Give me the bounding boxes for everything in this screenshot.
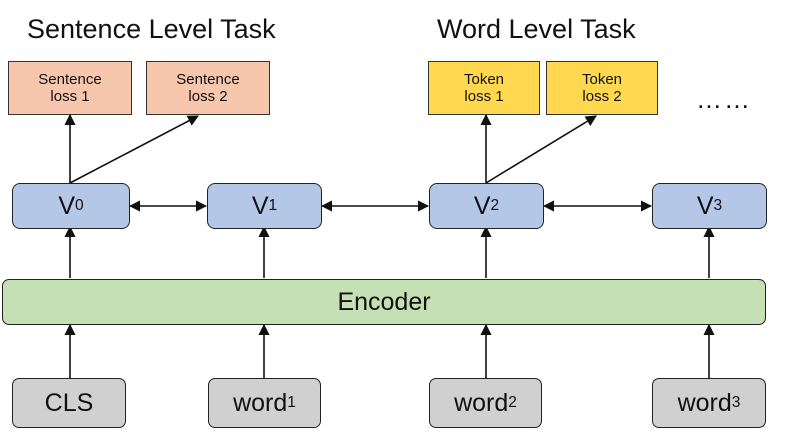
loss-line2: loss 2 (582, 88, 622, 105)
arrow-v0-to-sentence-loss2 (69, 115, 199, 184)
input-cls: CLS (12, 378, 126, 428)
word-task-heading: Word Level Task (437, 14, 636, 44)
vector-label: V (696, 191, 714, 220)
input-label: word (233, 388, 288, 417)
loss-line1: Sentence (176, 70, 240, 88)
loss-line2: loss 1 (464, 88, 504, 105)
input-label: word (454, 388, 509, 417)
vector-label: V (251, 191, 269, 220)
sentence-loss-1-box: Sentence loss 1 (8, 61, 132, 115)
token-loss-2-box: Token loss 2 (546, 61, 658, 115)
vector-label: V (58, 191, 76, 220)
loss-line1: Sentence (38, 70, 102, 88)
loss-line2: loss 2 (188, 88, 228, 105)
loss-line2: loss 1 (50, 88, 90, 105)
loss-line1: Token (581, 70, 623, 88)
sentence-loss-2-box: Sentence loss 2 (146, 61, 270, 115)
encoder-box: Encoder (2, 279, 766, 325)
sentence-task-heading: Sentence Level Task (27, 14, 276, 44)
loss-line1: Token (463, 70, 505, 88)
input-label: word (677, 388, 732, 417)
token-loss-1-box: Token loss 1 (428, 61, 540, 115)
input-label: CLS (44, 388, 94, 417)
arrow-v2-to-token-loss2 (485, 115, 597, 184)
vector-label: V (473, 191, 491, 220)
more-tasks-ellipsis: …… (696, 84, 752, 114)
